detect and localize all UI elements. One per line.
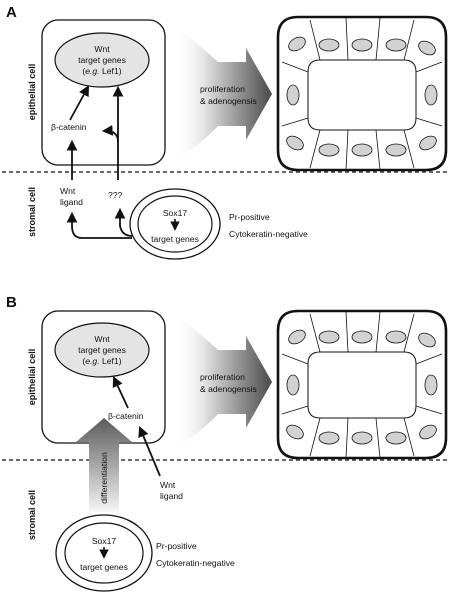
wnt-targets-line1-a: Wnt xyxy=(94,44,110,54)
cytokeratin-negative-a: Cytokeratin-negative xyxy=(229,229,308,239)
arrow-betacatenin-to-nucleus-a xyxy=(69,85,90,121)
differentiation-arrow-b xyxy=(76,418,132,512)
cytokeratin-negative-b: Cytokeratin-negative xyxy=(156,558,235,568)
arrow-unknown-to-betacatenin-a xyxy=(101,125,119,143)
wnt-ligand-line2-b: ligand xyxy=(160,491,183,501)
stromal-label-b: stromal cell xyxy=(27,490,37,540)
beta-catenin-b: β-catenin xyxy=(108,411,144,421)
wnt-targets-line3-a: (e.g. Lef1) xyxy=(82,66,121,76)
outcome-line2-b: & adenogensis xyxy=(200,384,257,394)
wnt-ligand-line2-a: ligand xyxy=(60,197,83,207)
wnt-ligand-line1-b: Wnt xyxy=(160,480,176,490)
sox17-a: Sox17 xyxy=(163,208,188,218)
gland-a xyxy=(276,15,448,172)
nucleus-b xyxy=(54,322,150,378)
arrow-sox17-to-ligand-a xyxy=(66,211,132,239)
arrow-sox17-to-unknown-a xyxy=(114,207,133,237)
target-genes-a: target genes xyxy=(151,234,199,244)
gland-b xyxy=(276,309,448,460)
nucleus-a xyxy=(54,32,150,88)
epithelial-label-b: epithelial cell xyxy=(27,349,37,406)
stromal-label-a: stromal cell xyxy=(27,187,37,237)
panel-a: A epithelial cell Wnt target genes (e.g.… xyxy=(2,4,449,260)
sox17-b: Sox17 xyxy=(92,536,117,546)
panel-a-letter: A xyxy=(6,4,17,21)
wnt-targets-line2-a: target genes xyxy=(78,55,126,65)
outcome-line2-a: & adenogensis xyxy=(200,96,257,106)
proliferation-arrow-b xyxy=(176,316,272,448)
wnt-targets-line1-b: Wnt xyxy=(94,334,110,344)
arrow-ligand-to-betacatenin-b xyxy=(138,426,161,477)
proliferation-arrow-a xyxy=(176,28,272,160)
beta-catenin-a: β-catenin xyxy=(51,122,87,132)
unknown-factor-a: ??? xyxy=(108,190,123,200)
pr-positive-b: Pr-positive xyxy=(156,541,197,551)
arrow-betacatenin-to-nucleus-b xyxy=(112,376,129,409)
pr-positive-a: Pr-positive xyxy=(229,212,270,222)
outcome-line1-b: proliferation xyxy=(200,372,245,382)
differentiation-label-b: differentiation xyxy=(99,452,109,504)
panel-b-letter: B xyxy=(6,294,17,311)
panel-b: B epithelial cell Wnt target genes (e.g.… xyxy=(2,294,449,592)
epithelial-label-a: epithelial cell xyxy=(27,64,37,121)
wnt-ligand-line1-a: Wnt xyxy=(60,186,76,196)
wnt-targets-line2-b: target genes xyxy=(78,345,126,355)
wnt-targets-line3-b: (e.g. Lef1) xyxy=(82,356,121,366)
outcome-line1-a: proliferation xyxy=(200,84,245,94)
target-genes-b: target genes xyxy=(80,562,128,572)
